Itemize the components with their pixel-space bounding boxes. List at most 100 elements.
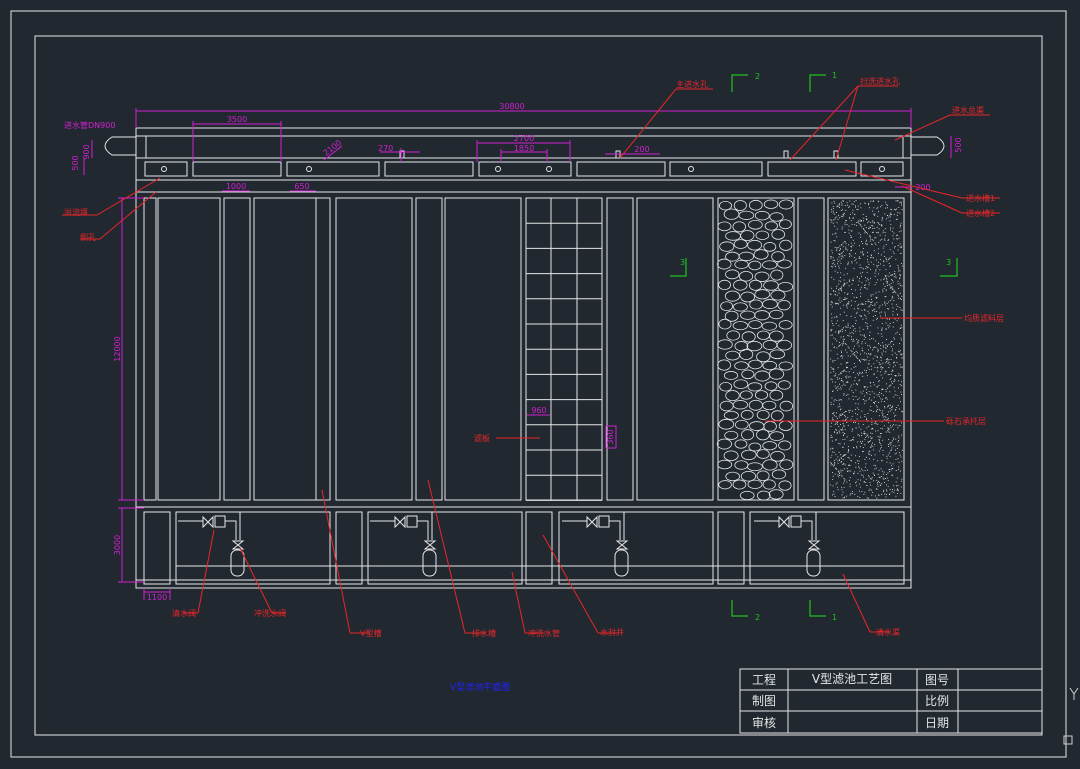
media-dot: [897, 245, 899, 246]
media-dot: [838, 325, 840, 327]
media-dot: [832, 257, 834, 259]
media-dot: [852, 439, 853, 440]
media-dot: [849, 332, 851, 334]
media-dot: [861, 432, 863, 434]
media-dot: [892, 370, 894, 372]
media-dot: [891, 464, 893, 466]
media-dot: [894, 419, 895, 421]
media-dot: [836, 228, 838, 230]
media-dot: [844, 255, 846, 256]
media-dot: [899, 384, 901, 385]
media-dot: [871, 298, 872, 300]
media-dot: [861, 442, 863, 444]
media-dot: [869, 353, 871, 355]
media-dot: [835, 303, 836, 305]
inlet-weir-box: [144, 161, 188, 177]
media-dot: [861, 341, 863, 343]
gravel-stone: [740, 310, 756, 320]
media-dot: [866, 278, 868, 280]
media-dot: [893, 438, 895, 440]
media-dot: [859, 327, 861, 329]
media-dot: [835, 422, 837, 424]
media-dot: [868, 284, 870, 286]
media-dot: [847, 424, 849, 426]
media-dot: [834, 462, 836, 463]
gravel-stone: [761, 321, 778, 331]
media-dot: [901, 353, 903, 355]
media-dot: [836, 429, 837, 431]
media-dot: [880, 393, 882, 394]
media-dot: [834, 399, 836, 400]
media-dot: [865, 216, 867, 217]
media-dot: [857, 276, 858, 278]
media-dot: [868, 263, 870, 265]
media-dot: [893, 276, 895, 278]
media-dot: [842, 338, 844, 340]
media-dot: [870, 302, 872, 304]
media-dot: [869, 335, 870, 336]
media-dot: [832, 479, 834, 480]
media-dot: [885, 474, 887, 475]
label-side-hole: 侧孔: [80, 232, 96, 242]
media-dot: [866, 244, 868, 246]
media-dot: [864, 459, 866, 460]
media-dot: [877, 349, 879, 351]
media-dot: [881, 323, 883, 324]
media-dot: [850, 250, 852, 252]
media-dot: [838, 299, 840, 301]
media-dot: [878, 343, 880, 345]
media-dot: [832, 451, 834, 453]
media-dot: [896, 314, 898, 316]
media-dot: [860, 428, 862, 430]
media-dot: [835, 375, 837, 377]
gravel-stone: [778, 480, 792, 491]
media-dot: [830, 462, 832, 463]
media-dot: [893, 238, 895, 240]
media-dot: [891, 350, 893, 352]
gravel-stone: [717, 339, 733, 350]
media-dot: [884, 482, 885, 483]
media-dot: [892, 251, 894, 253]
media-dot: [865, 227, 867, 228]
media-dot: [896, 308, 897, 310]
gravel-stone: [720, 301, 734, 312]
media-dot: [886, 218, 887, 220]
media-dot: [869, 305, 871, 307]
media-dot: [876, 311, 878, 312]
media-dot: [837, 206, 839, 207]
media-dot: [854, 482, 856, 484]
media-dot: [888, 308, 889, 310]
media-dot: [870, 294, 872, 296]
media-dot: [875, 296, 877, 298]
media-dot: [855, 320, 857, 322]
media-dot: [837, 406, 839, 408]
media-dot: [843, 250, 844, 252]
media-dot: [847, 335, 849, 336]
media-dot: [846, 294, 848, 295]
media-dot: [840, 280, 842, 282]
media-dot: [887, 362, 889, 364]
media-dot: [849, 280, 850, 282]
gravel-stone: [756, 470, 770, 482]
media-dot: [896, 320, 898, 322]
media-dot: [839, 432, 841, 434]
media-dot: [840, 289, 842, 291]
media-dot: [879, 269, 881, 271]
media-dot: [896, 238, 898, 239]
pipe: [801, 520, 813, 540]
media-dot: [873, 263, 875, 265]
media-dot: [876, 411, 878, 413]
media-dot: [860, 207, 862, 209]
media-dot: [854, 213, 855, 215]
media-dot: [896, 489, 898, 491]
media-dot: [867, 233, 868, 235]
media-dot: [832, 390, 834, 392]
media-dot: [850, 315, 852, 317]
media-dot: [871, 433, 873, 434]
media-dot: [878, 476, 880, 478]
media-dot: [896, 214, 898, 216]
media-dot: [881, 388, 883, 390]
media-dot: [850, 255, 852, 257]
media-dot: [860, 225, 862, 227]
